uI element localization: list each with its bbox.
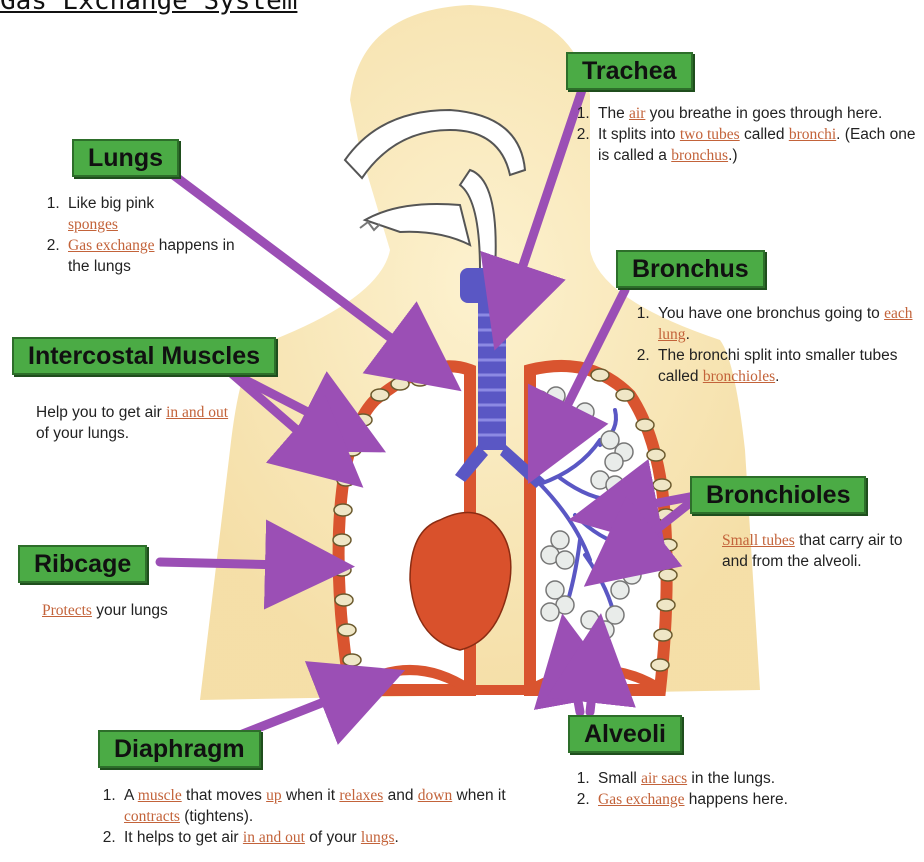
arrow-ribcage <box>160 562 328 566</box>
label-ribcage: Ribcage <box>18 545 147 583</box>
page-title: Gas Exchange System <box>0 0 297 16</box>
note-bronchioles: Small tubes that carry air to and from t… <box>722 530 922 572</box>
lungs-note-1: Like big pink sponges <box>64 193 168 235</box>
label-alveoli: Alveoli <box>568 715 682 753</box>
note-ribcage: Protects your lungs <box>42 600 242 621</box>
label-trachea: Trachea <box>566 52 693 90</box>
trachea-note-1: The air you breathe in goes through here… <box>594 103 920 124</box>
trachea-note-2: It splits into two tubes called bronchi.… <box>594 124 920 166</box>
lungs-note-2: Gas exchange happens in the lungs <box>64 235 260 277</box>
label-intercostal-muscles: Intercostal Muscles <box>12 337 276 375</box>
label-bronchus: Bronchus <box>616 250 765 288</box>
label-lungs: Lungs <box>72 139 179 177</box>
bronchus-note-1: You have one bronchus going to each lung… <box>654 303 924 345</box>
note-diaphragm: A muscle that moves up when it relaxes a… <box>86 785 526 848</box>
label-bronchioles: Bronchioles <box>690 476 866 514</box>
alveoli-note-2: Gas exchange happens here. <box>594 789 920 810</box>
alveoli-note-1: Small air sacs in the lungs. <box>594 768 920 789</box>
bronchus-note-2: The bronchi split into smaller tubes cal… <box>654 345 924 387</box>
label-diaphragm: Diaphragm <box>98 730 261 768</box>
note-trachea: The air you breathe in goes through here… <box>560 103 920 166</box>
diaphragm-note-2: It helps to get air in and out of your l… <box>120 827 526 848</box>
note-bronchus: You have one bronchus going to each lung… <box>620 303 924 387</box>
note-lungs: Like big pink sponges Gas exchange happe… <box>30 193 260 277</box>
note-intercostal: Help you to get air in and out of your l… <box>36 402 236 444</box>
diaphragm-note-1: A muscle that moves up when it relaxes a… <box>120 785 526 827</box>
note-alveoli: Small air sacs in the lungs. Gas exchang… <box>560 768 920 810</box>
